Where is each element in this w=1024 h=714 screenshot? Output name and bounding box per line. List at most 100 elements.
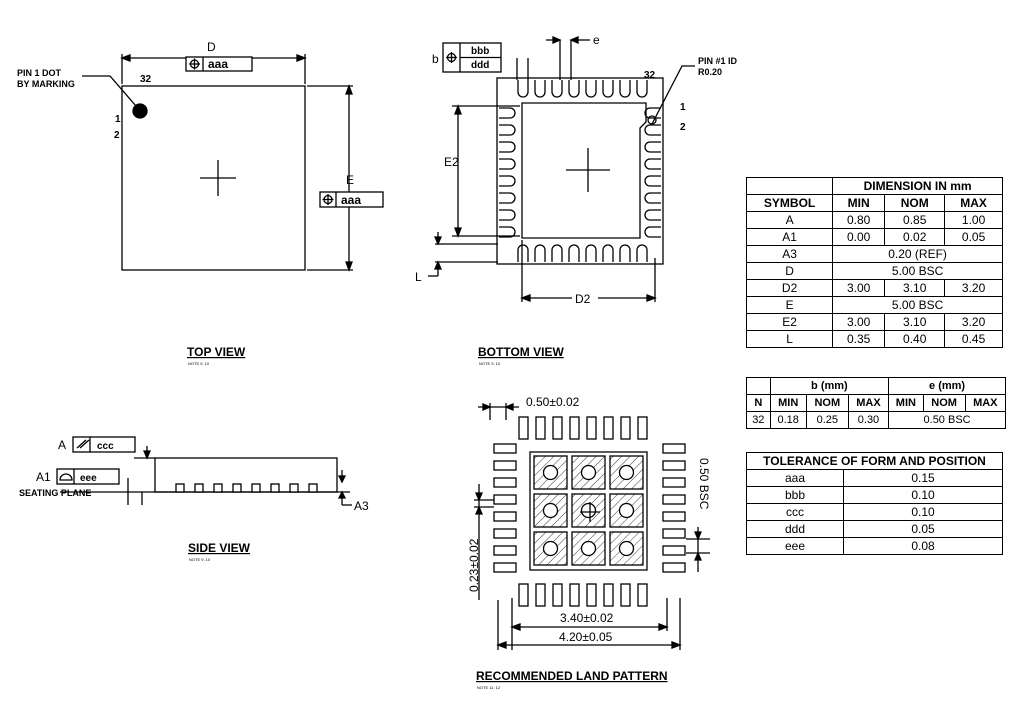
- side-view-leads: [175, 483, 318, 493]
- top-tol-aaa: aaa: [208, 57, 228, 71]
- bottom-dim-l: L: [415, 270, 422, 284]
- land-pad: [518, 583, 529, 607]
- bottom-pad: [636, 244, 648, 262]
- thermal-via: [618, 464, 635, 481]
- tol-value: 0.15: [843, 469, 1003, 487]
- bottom-pad: [602, 80, 614, 98]
- land-pad: [620, 583, 631, 607]
- pin-header-b: b (mm): [769, 377, 890, 395]
- land-pattern: [474, 403, 710, 650]
- dims-span: 5.00 BSC: [832, 296, 1003, 314]
- land-pad: [586, 416, 597, 440]
- table-row: E 5.00 BSC: [745, 296, 1003, 314]
- bottom-pad: [644, 175, 661, 187]
- table-row: aaa 0.15: [746, 469, 1003, 487]
- dims-min: 3.00: [832, 313, 886, 331]
- land-pad: [493, 545, 517, 556]
- thermal-pad-cells: [533, 455, 644, 566]
- bottom-pad: [585, 244, 597, 262]
- tol-symbol: bbb: [746, 486, 844, 504]
- pin1-dot: [132, 103, 148, 119]
- pin-header-b-max: MAX: [847, 394, 890, 412]
- thermal-via: [618, 540, 635, 557]
- table-row: 32 0.18 0.25 0.30 0.50 BSC: [746, 411, 1006, 429]
- land-pad: [662, 528, 686, 539]
- side-lead: [289, 483, 299, 493]
- top-pin-1: 1: [115, 114, 121, 125]
- top-dim-d-label: D: [207, 40, 216, 54]
- thermal-via: [542, 502, 559, 519]
- bottom-dim-e2: E2: [444, 155, 459, 169]
- land-pad: [662, 443, 686, 454]
- table-row: D2 3.00 3.10 3.20: [745, 279, 1003, 297]
- table-row: ccc 0.10: [746, 503, 1003, 521]
- dims-nom: 0.85: [884, 211, 946, 229]
- dims-header-max: MAX: [944, 194, 1003, 212]
- land-pad: [552, 416, 563, 440]
- bottom-pad: [517, 244, 529, 262]
- land-pad: [662, 477, 686, 488]
- dims-symbol: D2: [745, 279, 834, 297]
- dims-symbol: A1: [745, 228, 834, 246]
- bottom-pad: [602, 244, 614, 262]
- dims-nom: 0.02: [884, 228, 946, 246]
- land-pattern-title: RECOMMENDED LAND PATTERN: [476, 669, 668, 683]
- side-view: [56, 436, 352, 506]
- bottom-pad: [517, 80, 529, 98]
- bottom-view-top-pads: [517, 80, 648, 98]
- side-tol-ccc: ccc: [97, 441, 114, 452]
- bottom-view-left-pads: [499, 107, 516, 238]
- dims-nom: 3.10: [884, 313, 946, 331]
- land-pad: [569, 416, 580, 440]
- bottom-pad: [499, 141, 516, 153]
- land-pad: [569, 583, 580, 607]
- land-pad: [535, 416, 546, 440]
- lp-dim-bsc: 0.50 BSC: [697, 458, 711, 510]
- bottom-pad: [644, 209, 661, 221]
- land-pad: [493, 562, 517, 573]
- dims-symbol: E2: [745, 313, 834, 331]
- dims-min: 0.00: [832, 228, 886, 246]
- pin-dimension-table: b (mm) e (mm) N MIN NOM MAX MIN NOM MAX …: [746, 377, 1007, 429]
- pin-header-e: e (mm): [888, 377, 1006, 395]
- pin1-label-line2: BY MARKING: [17, 79, 75, 89]
- dims-span: 0.20 (REF): [832, 245, 1003, 263]
- bottom-view-note: NOTE 9, 10: [479, 361, 501, 366]
- dims-max: 3.20: [944, 313, 1003, 331]
- side-lead: [251, 483, 261, 493]
- bottom-pad: [619, 80, 631, 98]
- bottom-dim-e: e: [593, 33, 600, 47]
- pin-header-b-min: MIN: [769, 394, 807, 412]
- land-pattern-note: NOTE 11, 12: [477, 685, 501, 690]
- top-view-package-outline: [121, 85, 306, 271]
- top-view-title: TOP VIEW: [187, 345, 246, 359]
- pin-header-b-nom: NOM: [805, 394, 849, 412]
- thermal-pad: [529, 451, 648, 571]
- land-pad: [518, 416, 529, 440]
- dims-header-nom: NOM: [884, 194, 946, 212]
- pin-header-n: N: [746, 394, 771, 412]
- land-pad: [662, 562, 686, 573]
- tol-value: 0.10: [843, 503, 1003, 521]
- tol-symbol: eee: [746, 537, 844, 555]
- dims-min: 3.00: [832, 279, 886, 297]
- thermal-via: [542, 540, 559, 557]
- side-view-title: SIDE VIEW: [188, 541, 251, 555]
- bottom-dim-d2: D2: [575, 292, 591, 306]
- side-lead: [232, 483, 242, 493]
- side-dim-a3: A3: [354, 499, 369, 513]
- top-tol-aaa-right: aaa: [341, 193, 361, 207]
- bottom-view-right-pads: [644, 107, 661, 238]
- dims-span: 5.00 BSC: [832, 262, 1003, 280]
- land-pattern-pads: [493, 416, 686, 607]
- bottom-pad: [499, 226, 516, 238]
- tol-value: 0.08: [843, 537, 1003, 555]
- top-pin-2: 2: [114, 130, 120, 141]
- top-pin-32: 32: [140, 74, 152, 85]
- pin-b-max: 0.30: [847, 411, 890, 429]
- dims-max: 3.20: [944, 279, 1003, 297]
- table-row: eee 0.08: [746, 537, 1003, 555]
- land-pad: [603, 416, 614, 440]
- dims-min: 0.80: [832, 211, 886, 229]
- table-row: A1 0.00 0.02 0.05: [745, 228, 1003, 246]
